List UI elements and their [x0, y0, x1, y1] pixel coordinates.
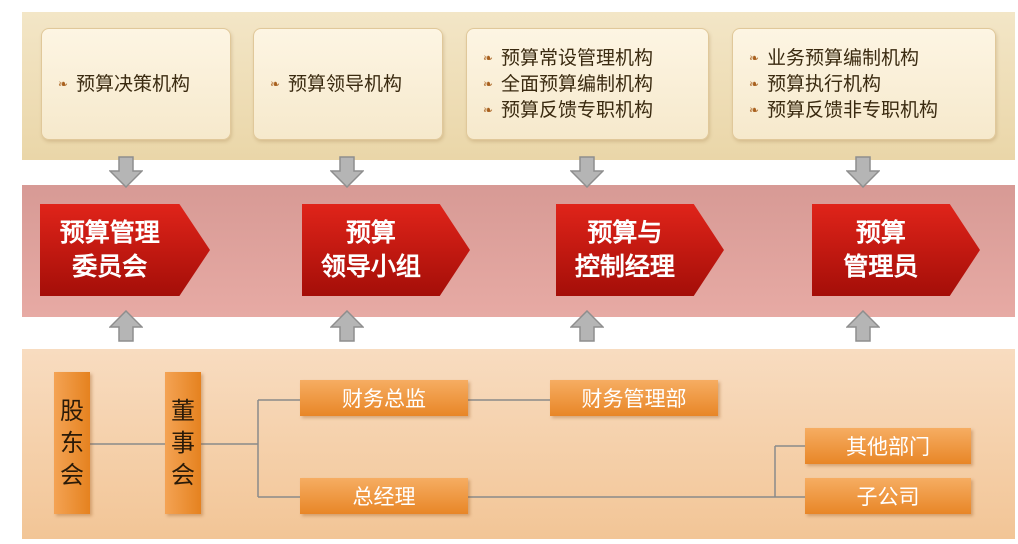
bullet-icon: ❧ [58, 77, 69, 91]
card-decision: ❧预算决策机构 [41, 28, 231, 140]
shareholders-meeting-box: 股东会 [54, 372, 90, 514]
arrow-up-icon [330, 310, 364, 342]
card-item: ❧全面预算编制机构 [483, 73, 654, 95]
general-manager-box: 总经理 [300, 478, 468, 514]
bullet-icon: ❧ [483, 103, 494, 117]
bullet-icon: ❧ [483, 77, 494, 91]
card-management: ❧预算常设管理机构 ❧全面预算编制机构 ❧预算反馈专职机构 [466, 28, 709, 140]
bullet-icon: ❧ [749, 77, 760, 91]
board-of-directors-box: 董事会 [165, 372, 201, 514]
card-item: ❧预算反馈非专职机构 [749, 99, 939, 121]
chevron-budget-administrator: 预算管理员 [812, 204, 980, 296]
card-leadership: ❧预算领导机构 [253, 28, 443, 140]
arrow-down-icon [330, 156, 364, 188]
arrow-up-icon [846, 310, 880, 342]
subsidiary-box: 子公司 [805, 478, 971, 514]
arrow-down-icon [846, 156, 880, 188]
arrow-down-icon [570, 156, 604, 188]
card-item: ❧业务预算编制机构 [749, 47, 920, 69]
other-depts-box: 其他部门 [805, 428, 971, 464]
card-execution: ❧业务预算编制机构 ❧预算执行机构 ❧预算反馈非专职机构 [732, 28, 996, 140]
arrow-up-icon [570, 310, 604, 342]
chevron-budget-committee: 预算管理委员会 [40, 204, 210, 296]
bullet-icon: ❧ [749, 51, 760, 65]
bullet-icon: ❧ [270, 77, 281, 91]
card-item: ❧预算领导机构 [270, 73, 403, 95]
bullet-icon: ❧ [749, 103, 760, 117]
card-item: ❧预算决策机构 [58, 73, 191, 95]
bullet-icon: ❧ [483, 51, 494, 65]
arrow-up-icon [109, 310, 143, 342]
cfo-box: 财务总监 [300, 380, 468, 416]
card-item: ❧预算常设管理机构 [483, 47, 654, 69]
card-item: ❧预算反馈专职机构 [483, 99, 654, 121]
card-item: ❧预算执行机构 [749, 73, 882, 95]
chevron-budget-leading-group: 预算领导小组 [302, 204, 470, 296]
arrow-down-icon [109, 156, 143, 188]
finance-dept-box: 财务管理部 [550, 380, 718, 416]
chevron-budget-control-manager: 预算与控制经理 [556, 204, 724, 296]
